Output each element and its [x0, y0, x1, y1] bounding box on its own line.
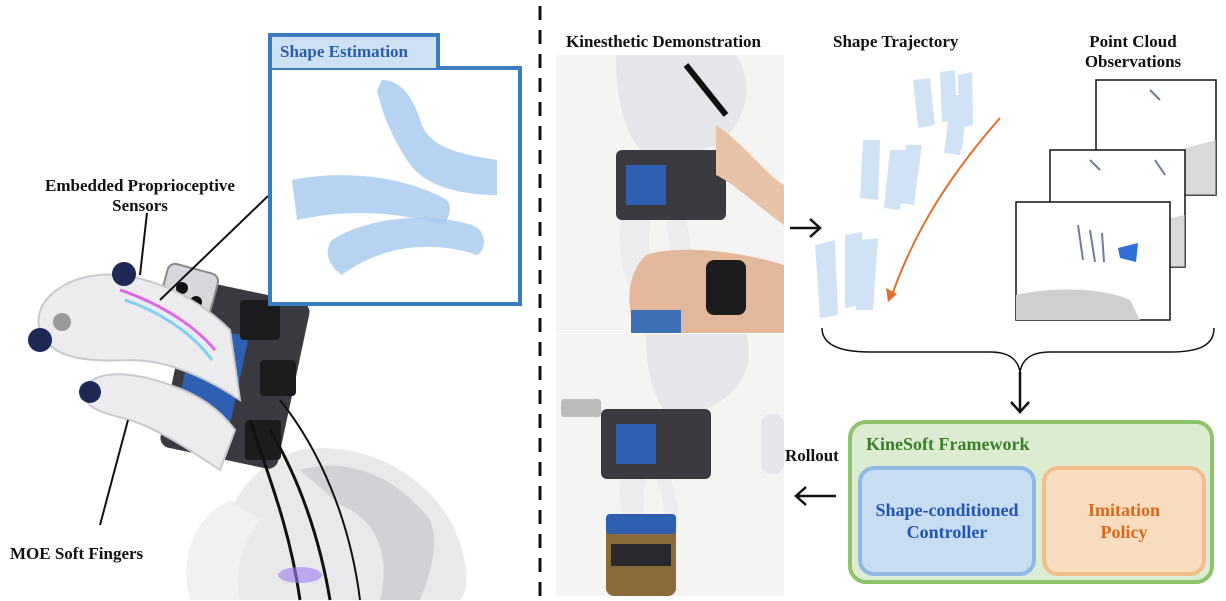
embedded-sensors-label: Embedded Proprioceptive Sensors: [45, 176, 235, 215]
shape-estimation-box: [268, 66, 522, 306]
kinesthetic-demo-photo: [556, 55, 784, 333]
moe-fingers-label: MOE Soft Fingers: [10, 544, 144, 563]
framework-title: KineSoft Framework: [866, 434, 1030, 454]
merge-brace: [821, 327, 1215, 373]
rollout-label: Rollout: [785, 446, 839, 465]
controller-label-line1: Shape-conditioned: [875, 500, 1019, 520]
policy-label-line1: Imitation: [1088, 500, 1160, 520]
kinesoft-framework-box: KineSoft Framework Shape-conditioned Con…: [848, 420, 1214, 584]
trajectory-finger-shapes: [815, 70, 973, 318]
shape-estimation-header: Shape Estimation: [268, 33, 440, 68]
controller-label-line2: Controller: [906, 522, 988, 542]
point-cloud-label: Point Cloud Observations: [1084, 32, 1182, 71]
policy-label-line2: Policy: [1100, 522, 1148, 542]
shape-estimation-title: Shape Estimation: [280, 42, 408, 61]
finger-shape-estimates: [292, 80, 497, 275]
shape-controller-box: Shape-conditioned Controller: [858, 466, 1036, 576]
shape-trajectory-label: Shape Trajectory: [833, 32, 959, 51]
rollout-photo: [556, 334, 784, 596]
point-cloud-frames: [1015, 79, 1217, 321]
trajectory-arrowhead: [886, 288, 897, 302]
kinesthetic-demo-label: Kinesthetic Demonstration: [566, 32, 762, 51]
imitation-policy-box: Imitation Policy: [1042, 466, 1206, 576]
